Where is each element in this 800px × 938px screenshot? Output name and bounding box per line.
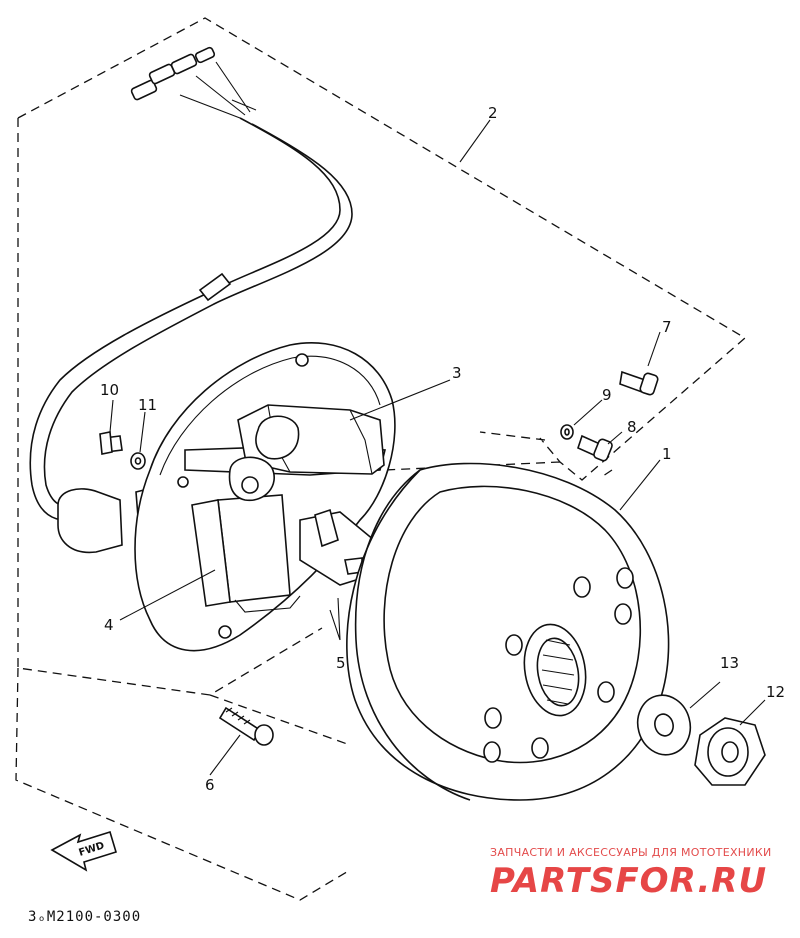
screw-7 [619, 370, 659, 396]
callout-8: 8 [627, 418, 637, 436]
screw-10 [99, 431, 123, 455]
screw-8 [577, 434, 613, 462]
flywheel-rotor [346, 462, 670, 801]
diagram-code: 3ₒM2100-0300 [28, 909, 141, 925]
assembly-boundary [15, 17, 747, 901]
washer-11 [130, 452, 146, 470]
coil-3 [237, 404, 385, 475]
coil-4 [191, 456, 301, 613]
callout-6: 6 [205, 776, 215, 794]
washer-13 [636, 694, 692, 756]
callout-9: 9 [602, 386, 612, 404]
callout-11: 11 [138, 396, 157, 414]
leader-lines [109, 119, 766, 776]
screw-6 [218, 706, 274, 746]
watermark-tagline: ЗАПЧАСТИ И АКСЕССУАРЫ ДЛЯ МОТОТЕХНИКИ [490, 846, 772, 859]
callout-5: 5 [336, 654, 346, 672]
fwd-arrow-icon: FWD [50, 830, 117, 872]
callout-2: 2 [488, 104, 498, 122]
washer-9 [560, 424, 574, 440]
callout-10: 10 [100, 381, 119, 399]
callout-1: 1 [662, 445, 672, 463]
callout-7: 7 [662, 318, 672, 336]
callout-12: 12 [766, 683, 785, 701]
callout-3: 3 [452, 364, 462, 382]
callout-4: 4 [104, 616, 114, 634]
callout-13: 13 [720, 654, 739, 672]
nut-12 [694, 717, 766, 786]
watermark-brand: PARTSFOR.RU [490, 861, 767, 901]
